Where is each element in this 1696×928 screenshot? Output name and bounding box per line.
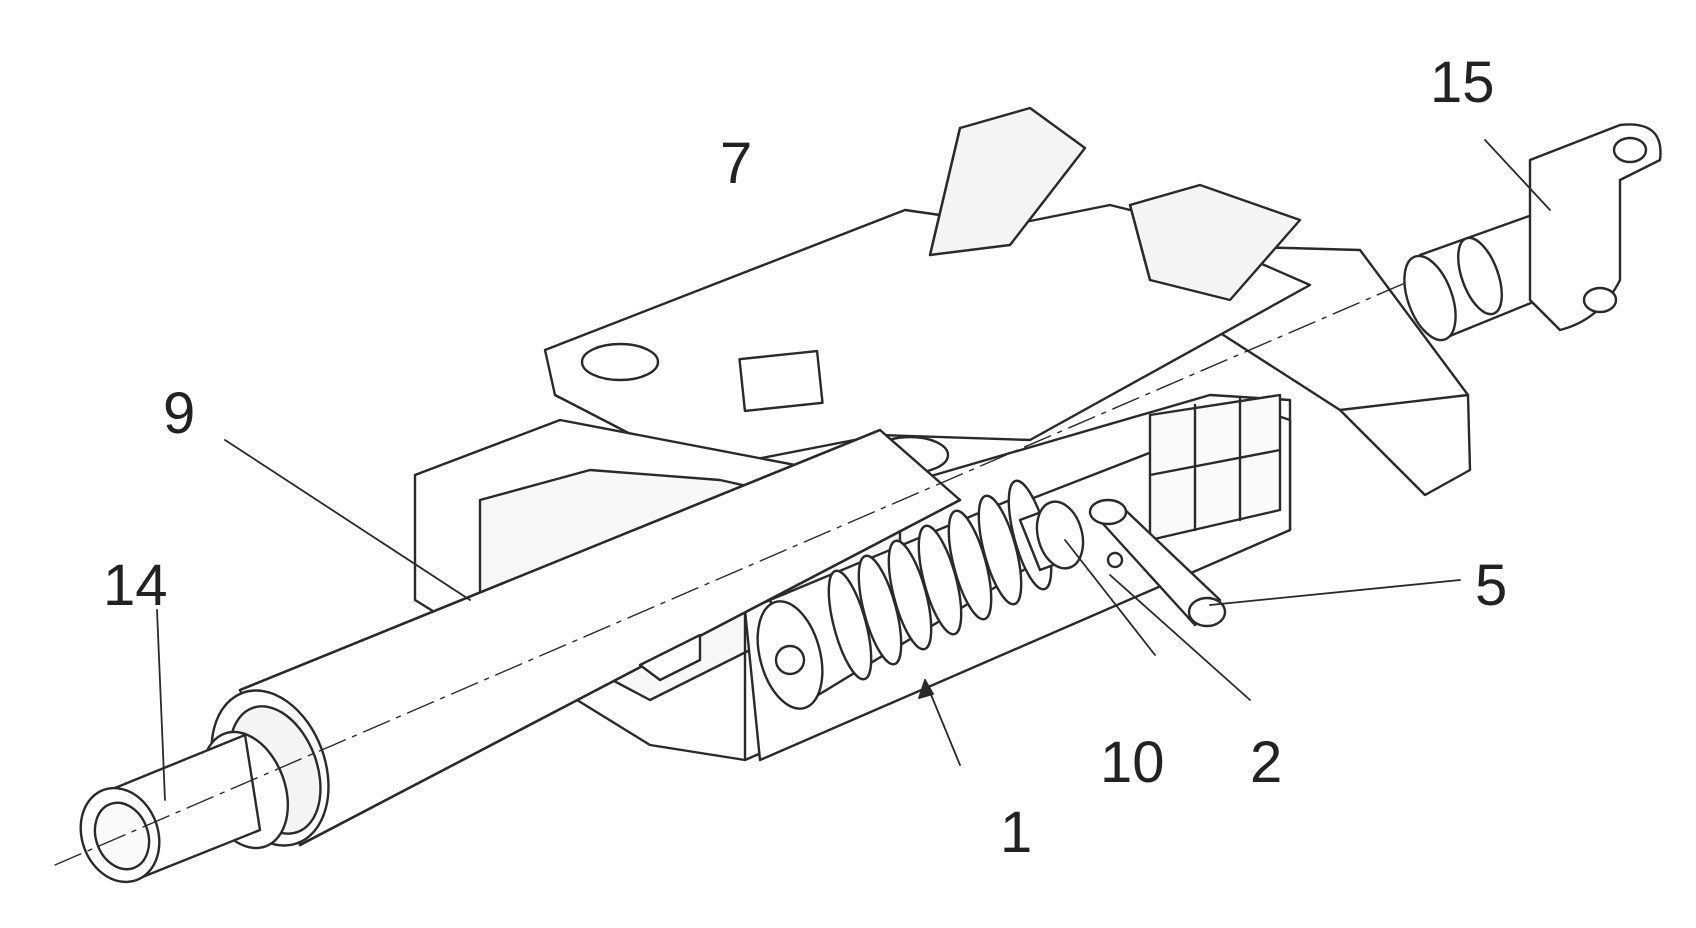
label-5: 5 xyxy=(1475,553,1507,618)
label-2: 2 xyxy=(1250,730,1282,795)
label-7: 7 xyxy=(720,131,752,196)
label-9: 9 xyxy=(163,381,195,446)
label-14: 14 xyxy=(103,553,168,618)
label-15: 15 xyxy=(1430,50,1495,115)
label-1: 1 xyxy=(1000,800,1032,865)
universal-joint xyxy=(1394,124,1660,346)
label-10: 10 xyxy=(1100,730,1165,795)
